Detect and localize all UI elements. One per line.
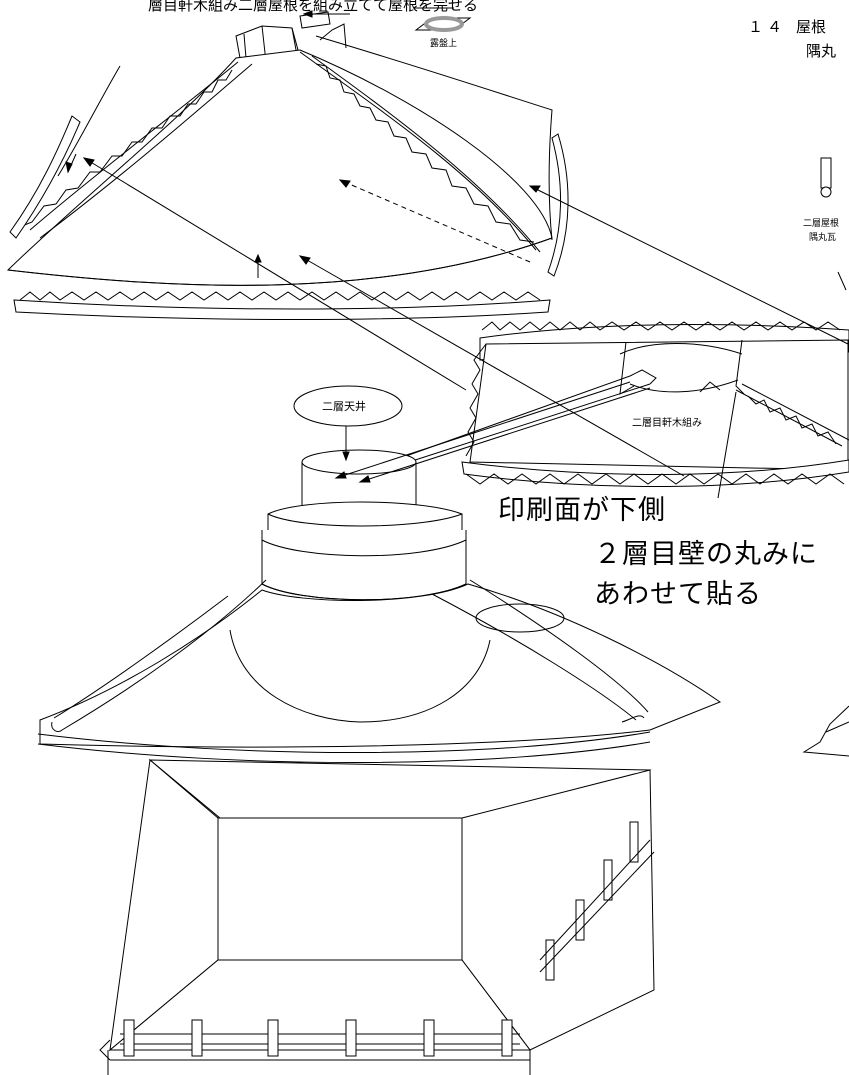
assembly-arrows <box>65 7 849 499</box>
lower-roof <box>37 579 722 764</box>
wall-fit-note-line1: ２層目壁の丸みに <box>594 539 818 570</box>
step-number: １４ <box>748 18 787 36</box>
right-edge-fragment <box>802 705 849 757</box>
upper-roof <box>6 11 569 320</box>
right-eave-strip <box>547 133 569 277</box>
wall-fit-note-line2: あわせて貼る <box>594 579 762 610</box>
eave-frame <box>371 321 849 488</box>
roof-skin <box>6 49 553 286</box>
step-title-line2: 隅丸 <box>806 42 837 60</box>
ceiling-label-bubble <box>293 385 403 427</box>
veranda-railing <box>99 821 655 1061</box>
roof-eave-band <box>13 299 551 320</box>
eave-frame-label: 二層目軒木組み <box>632 418 702 429</box>
step-title-line1: 屋根 <box>796 18 827 36</box>
corner-tile-part <box>820 157 847 291</box>
header-instruction: 層目軒木組み二層屋根を組み立てて屋根を完せる <box>148 0 479 14</box>
left-eave-strip <box>9 115 81 239</box>
lower-body <box>99 759 655 1075</box>
print-side-note: 印刷面が下側 <box>498 495 666 526</box>
left-rafter-teeth <box>21 69 233 227</box>
finial-base-label: 露盤上 <box>430 39 458 49</box>
ceiling-drum <box>261 449 467 601</box>
finial-base-part <box>414 16 472 32</box>
right-rafter-teeth <box>315 63 535 243</box>
ceiling-label: 二層天井 <box>322 400 366 413</box>
corner-tile-label-line1: 二層屋根 <box>803 219 840 229</box>
corner-tile-label-line2: 隅丸瓦 <box>809 233 837 243</box>
